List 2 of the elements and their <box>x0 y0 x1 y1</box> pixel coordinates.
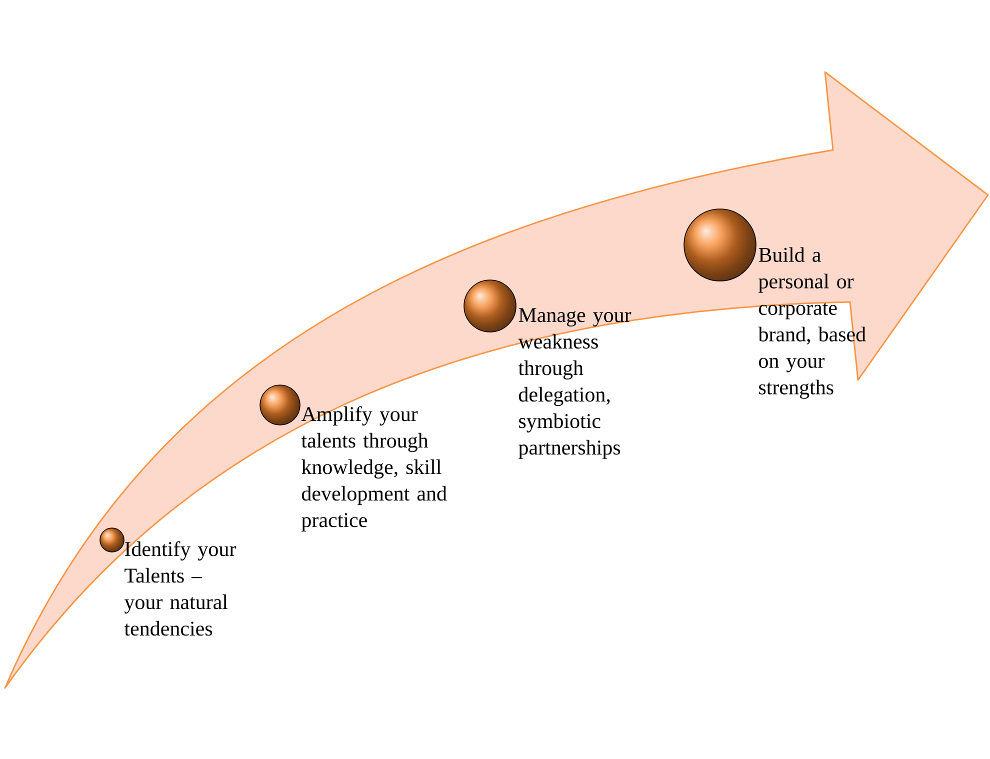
step-text: Identify your Talents – your natural tendencies <box>124 541 236 636</box>
step-text: Manage your weakness through delegation, symbiotic partnerships <box>518 308 632 459</box>
